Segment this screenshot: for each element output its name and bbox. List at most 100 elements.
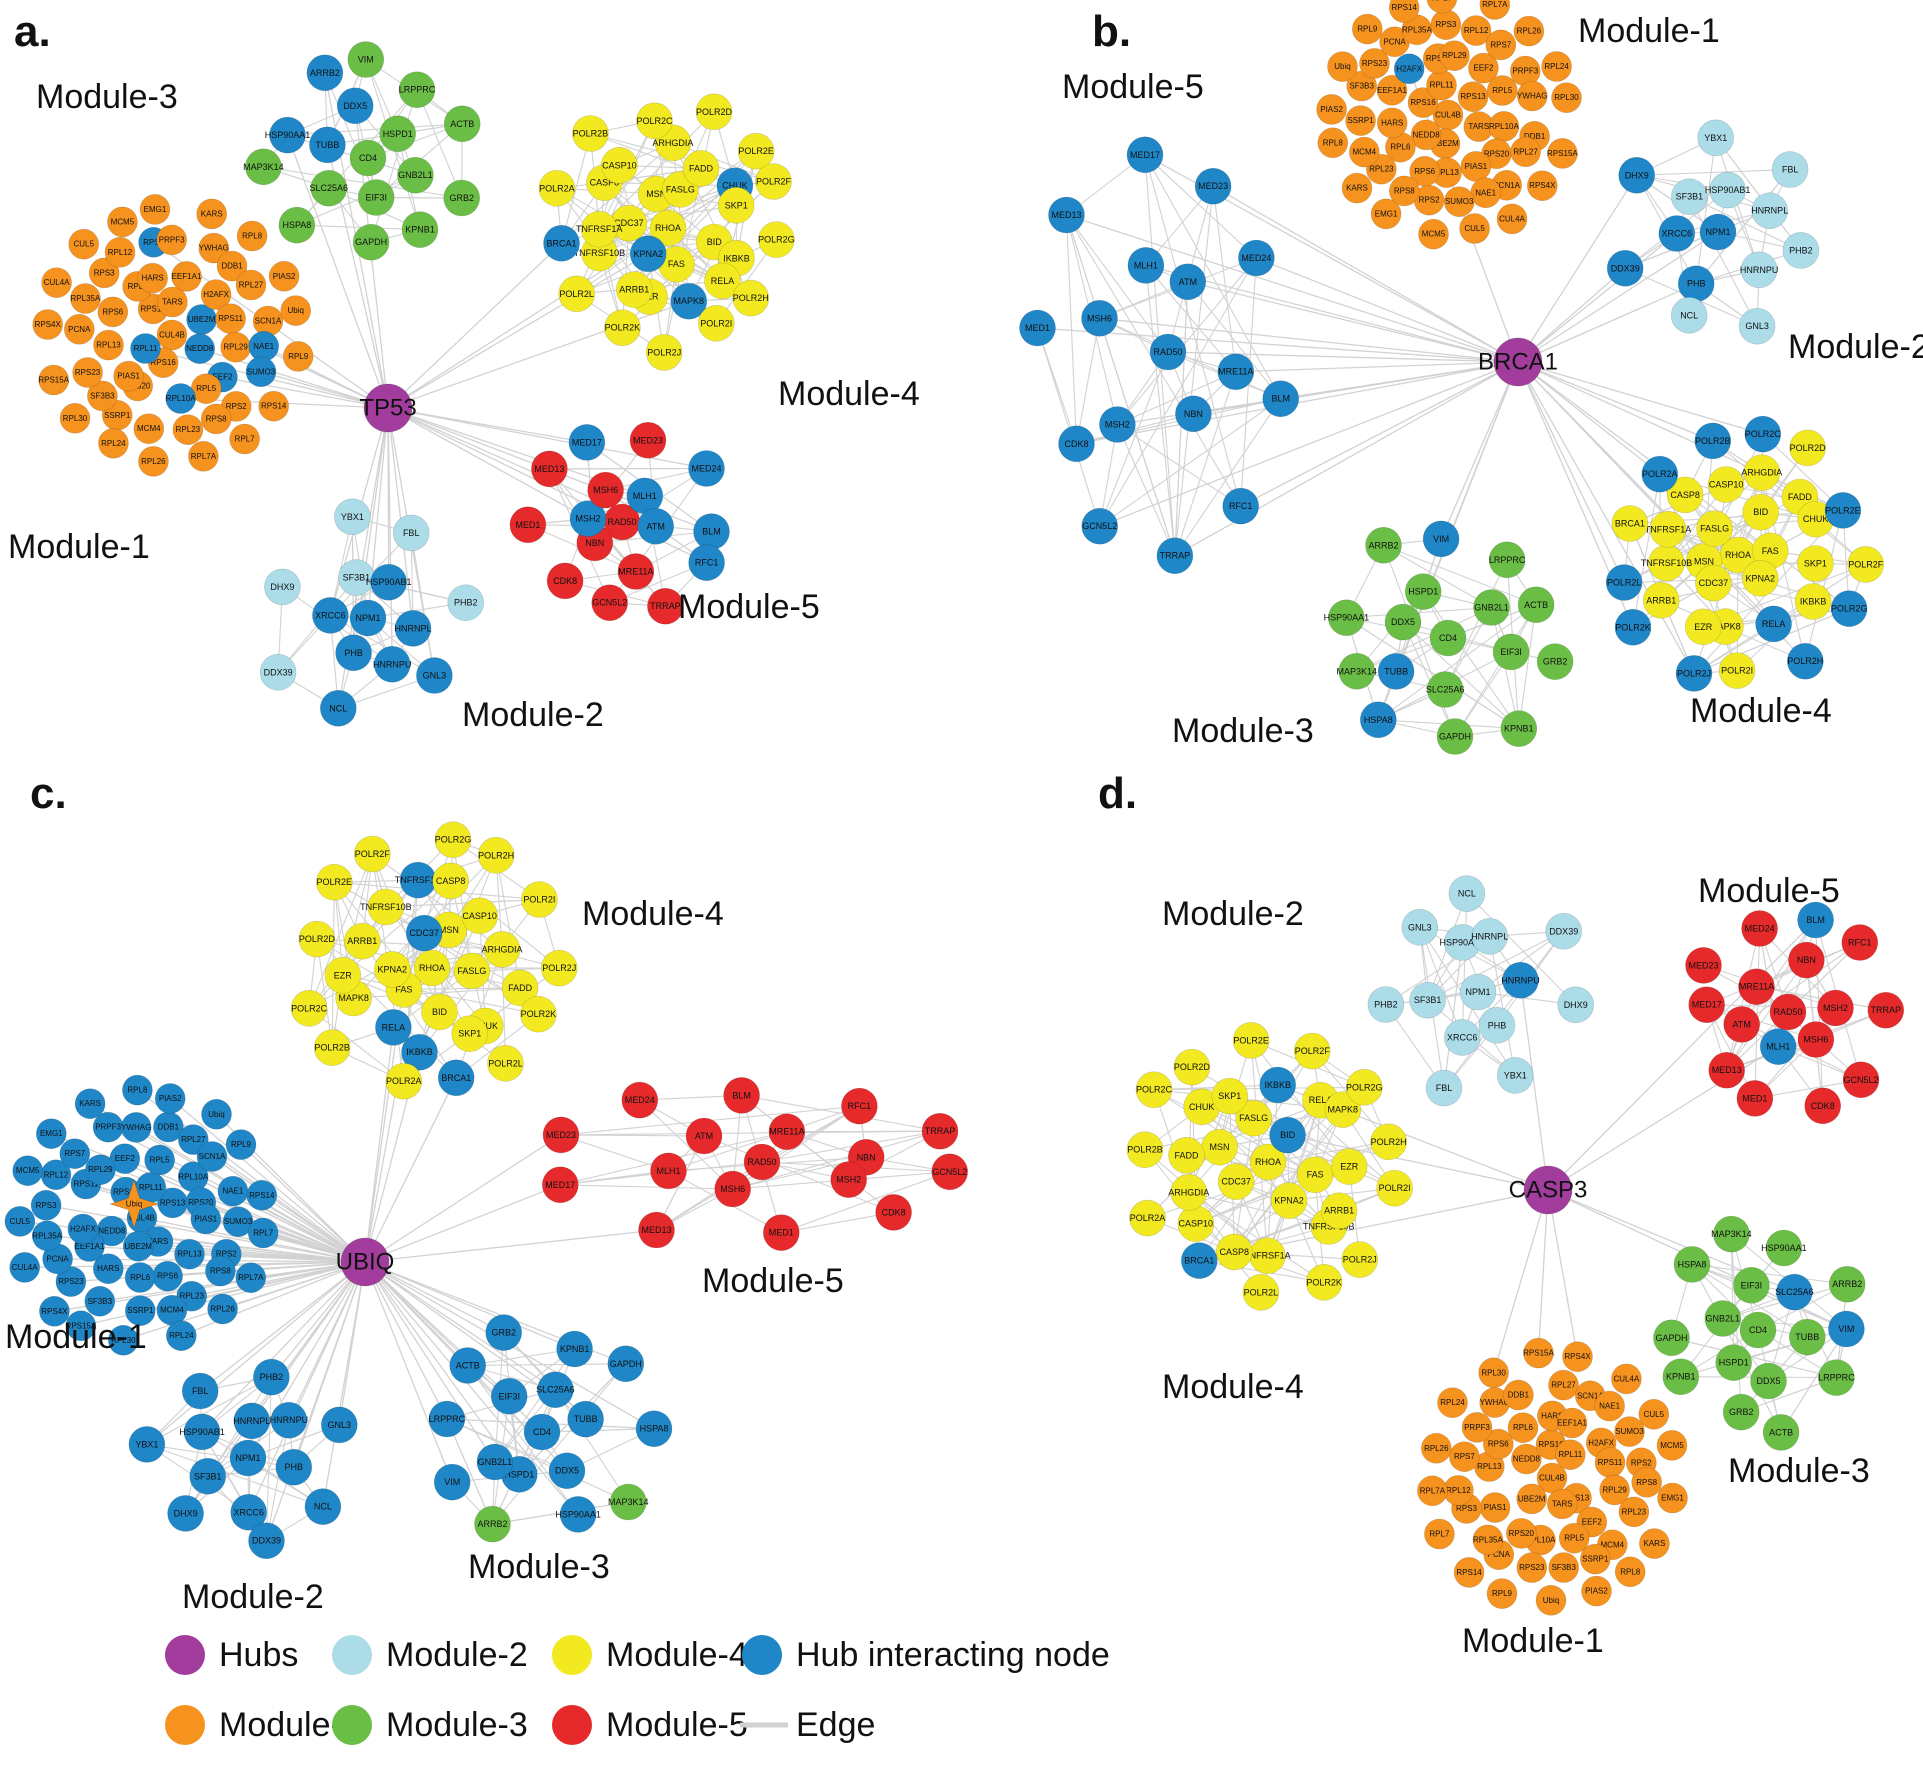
node-circle xyxy=(1492,633,1530,671)
node-circle xyxy=(1751,192,1788,229)
node-MED13: MED13 xyxy=(531,450,568,488)
node-POLR2I: POLR2I xyxy=(1718,652,1756,689)
node-circle xyxy=(1580,1543,1611,1575)
node-circle xyxy=(1418,218,1449,250)
node-circle xyxy=(1742,559,1779,597)
node-circle xyxy=(1341,172,1373,204)
node-circle xyxy=(483,931,521,968)
node-EEF1A1: EEF1A1 xyxy=(1556,1407,1587,1439)
node-circle xyxy=(1671,178,1708,215)
node-GNB2L1: GNB2L1 xyxy=(476,1443,514,1481)
node-circle xyxy=(1426,69,1457,101)
node-RPS7: RPS7 xyxy=(59,1138,91,1169)
node-circle xyxy=(1818,1359,1855,1396)
node-circle xyxy=(68,228,99,260)
node-circle xyxy=(1506,1518,1537,1549)
node-circle xyxy=(1177,1205,1215,1242)
node-circle xyxy=(353,835,391,873)
node-RPL24: RPL24 xyxy=(1541,51,1572,82)
legend-item-hubs: Hubs xyxy=(165,1635,298,1675)
node-PIAS2: PIAS2 xyxy=(1581,1575,1612,1607)
node-circle xyxy=(416,657,453,694)
node-circle xyxy=(685,1117,723,1155)
module-label-d-module-1: Module-1 xyxy=(1462,1622,1604,1660)
node-circle xyxy=(485,1314,523,1351)
color-swatch xyxy=(332,1705,372,1745)
node-EIF3I: EIF3I xyxy=(357,179,395,216)
node-circle xyxy=(1127,247,1165,284)
node-RPL30: RPL30 xyxy=(1478,1357,1509,1389)
node-RPL7: RPL7 xyxy=(247,1217,279,1249)
node-circle xyxy=(1496,1057,1534,1094)
node-RPS15A: RPS15A xyxy=(1523,1337,1555,1369)
node-RPS6: RPS6 xyxy=(152,1260,183,1292)
node-circle xyxy=(1769,993,1807,1031)
node-circle xyxy=(137,262,168,294)
node-MED23: MED23 xyxy=(1685,947,1722,984)
node-MSH6: MSH6 xyxy=(1081,299,1118,337)
node-circle xyxy=(315,863,353,901)
node-ARHGDIA: ARHGDIA xyxy=(1168,1174,1209,1211)
node-circle xyxy=(1614,608,1652,646)
node-circle xyxy=(1699,213,1737,251)
node-circle xyxy=(1048,196,1085,234)
node-HARS: HARS xyxy=(137,262,168,294)
module-label-d-module-3: Module-3 xyxy=(1728,1452,1870,1490)
node-POLR2H: POLR2H xyxy=(1787,642,1824,680)
node-circle xyxy=(1605,564,1643,601)
node-SSRP1: SSRP1 xyxy=(1580,1543,1611,1575)
node-KPNA2: KPNA2 xyxy=(1742,559,1779,597)
node-circle xyxy=(1696,510,1733,548)
node-MLH1: MLH1 xyxy=(650,1152,687,1190)
node-circle xyxy=(343,922,381,960)
node-circle xyxy=(1360,701,1397,739)
legend-item-module-5: Module-5 xyxy=(552,1705,748,1745)
node-BLM: BLM xyxy=(1262,380,1299,418)
node-IKBKB: IKBKB xyxy=(1259,1066,1296,1104)
node-circle xyxy=(1510,136,1541,168)
node-RAD50: RAD50 xyxy=(743,1143,781,1181)
node-DHX9: DHX9 xyxy=(1557,986,1594,1024)
node-RPS14: RPS14 xyxy=(258,390,290,422)
node-FASLG: FASLG xyxy=(1696,510,1733,548)
node-circle xyxy=(93,1253,124,1284)
node-EIF3I: EIF3I xyxy=(490,1378,528,1415)
node-circle xyxy=(1708,1051,1745,1089)
node-circle xyxy=(1081,507,1118,545)
node-circle xyxy=(1794,583,1832,620)
node-SUMO3: SUMO3 xyxy=(245,356,277,388)
node-POLR2B: POLR2B xyxy=(1694,422,1732,460)
node-VIM: VIM xyxy=(1828,1310,1865,1348)
node-circle xyxy=(1217,1163,1255,1200)
node-POLR2D: POLR2D xyxy=(1789,429,1826,467)
node-RPL10A: RPL10A xyxy=(1488,111,1519,142)
node-circle xyxy=(165,383,196,414)
node-FASLG: FASLG xyxy=(453,952,491,990)
node-circle xyxy=(108,1325,139,1356)
node-POLR2G: POLR2G xyxy=(1346,1069,1383,1106)
node-Ubiq: Ubiq xyxy=(201,1099,232,1130)
node-circle xyxy=(375,1009,412,1046)
node-circle xyxy=(1217,353,1255,391)
node-circle xyxy=(1293,1032,1331,1070)
node-PHB: PHB xyxy=(275,1448,313,1486)
node-NPM1: NPM1 xyxy=(229,1439,267,1477)
hub-circle xyxy=(1523,1165,1573,1215)
node-EEF1A1: EEF1A1 xyxy=(171,261,202,292)
node-HSPD1: HSPD1 xyxy=(1715,1344,1752,1381)
node-circle xyxy=(1483,1428,1514,1460)
node-circle xyxy=(1562,1341,1593,1372)
node-circle xyxy=(580,210,618,248)
node-circle xyxy=(138,446,169,477)
node-MED17: MED17 xyxy=(568,424,606,461)
node-HSPD1: HSPD1 xyxy=(379,115,417,153)
node-circle xyxy=(183,1413,221,1451)
node-circle xyxy=(1377,653,1415,690)
node-circle xyxy=(1639,1528,1670,1559)
node-GCN5L2: GCN5L2 xyxy=(1842,1061,1880,1099)
node-RPL7: RPL7 xyxy=(229,423,260,455)
node-circle xyxy=(1216,1233,1253,1271)
node-circle xyxy=(1424,1518,1455,1550)
node-NBN: NBN xyxy=(1175,395,1212,433)
node-EMG1: EMG1 xyxy=(1657,1482,1688,1514)
